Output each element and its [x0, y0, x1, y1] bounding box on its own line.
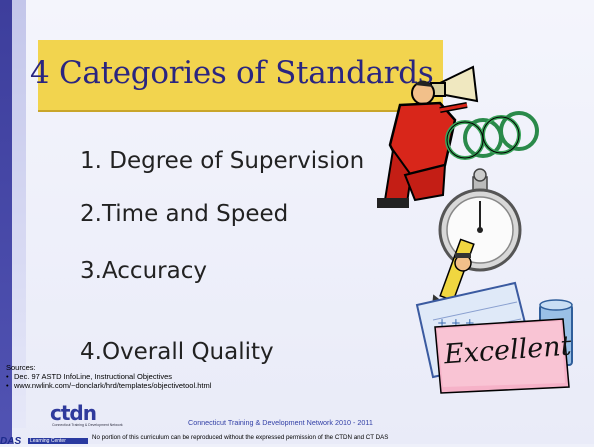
excellent-note-icon [434, 318, 570, 394]
list-item-overall-quality: 4.Overall Quality [80, 339, 274, 365]
person-clipart-icon [377, 80, 468, 208]
sources-block: Sources: •Dec. 97 ASTD InfoLine, Instruc… [6, 363, 211, 390]
pencil-figure-icon [431, 238, 475, 311]
clipart-illustration: + + + + + + + + [377, 65, 573, 394]
ctdn-logo-subtitle: Connecticut Training & Development Netwo… [52, 423, 123, 427]
list-item-time-speed: 2.Time and Speed [80, 201, 289, 227]
source-entry: •www.nwlink.com/~donclark/hrd/templates/… [6, 381, 212, 390]
footer-legal-text: No portion of this curriculum can be rep… [92, 434, 389, 441]
list-item-supervision: 1. Degree of Supervision [80, 148, 365, 174]
source-entry-text: www.nwlink.com/~donclark/hrd/templates/o… [14, 381, 212, 390]
slide-title: 4 Categories of Standards [30, 55, 434, 91]
footer-network-text: Connecticut Training & Development Netwo… [188, 418, 373, 427]
left-accent-strip [12, 0, 26, 428]
list-item-accuracy: 3.Accuracy [80, 258, 207, 284]
title-highlight-box [38, 40, 443, 112]
megaphone-icon [430, 65, 479, 103]
rings-icon [445, 111, 539, 160]
source-entry-text: Dec. 97 ASTD InfoLine, Instructional Obj… [14, 372, 172, 381]
left-bar [0, 0, 12, 444]
stopwatch-icon [438, 168, 522, 272]
das-logo: DAS [0, 436, 22, 447]
sources-heading: Sources: [6, 363, 36, 372]
source-entry: •Dec. 97 ASTD InfoLine, Instructional Ob… [6, 372, 172, 381]
ctdn-logo: ctdn [50, 401, 97, 425]
learning-center-logo: Learning Center [28, 438, 88, 444]
